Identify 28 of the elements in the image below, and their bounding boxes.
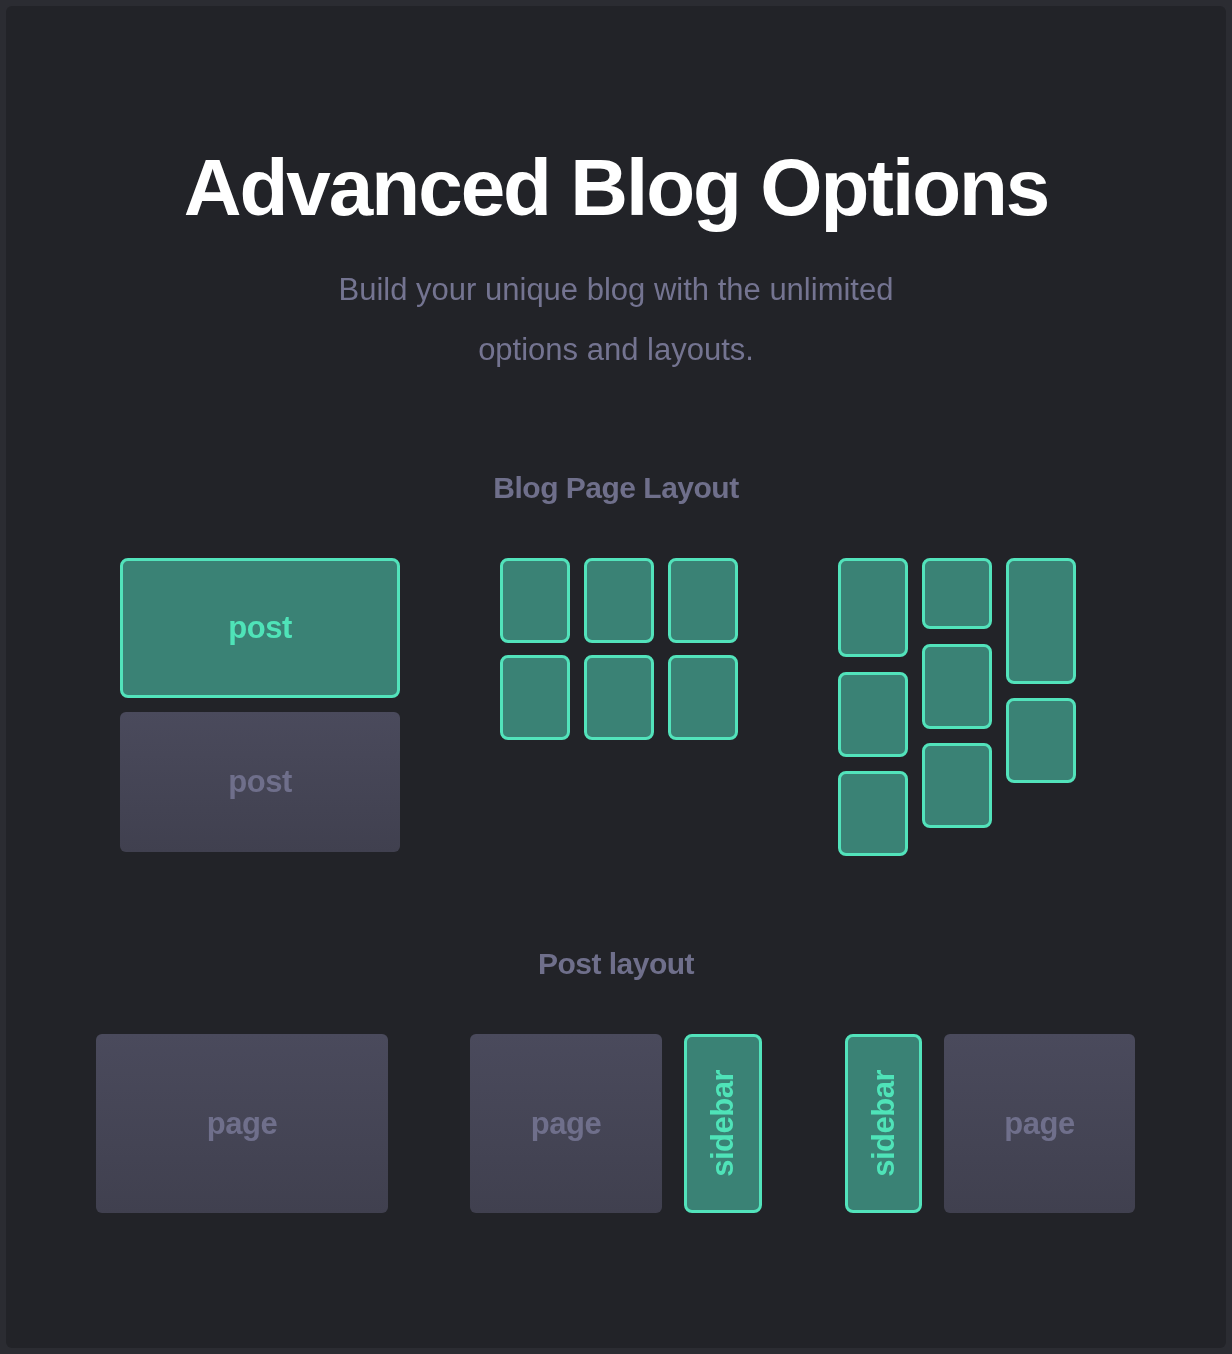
grid-tile [500, 558, 570, 643]
card-label: post [228, 611, 292, 645]
masonry-tile [922, 558, 992, 629]
sidebar-card [845, 1034, 922, 1213]
masonry-tile [1006, 558, 1076, 684]
post-card [120, 712, 400, 852]
section-heading: Blog Page Layout [493, 470, 739, 506]
masonry-tile [1006, 698, 1076, 783]
masonry-tile [922, 644, 992, 729]
sidebar-card [684, 1034, 762, 1213]
grid-tile [584, 655, 654, 740]
grid-tile [584, 558, 654, 643]
page-card [944, 1034, 1135, 1213]
card-label: sidebar [866, 1070, 901, 1177]
masonry-tile [838, 558, 908, 657]
subtitle-text: Build your unique blog with the unlimited options and layouts. [337, 271, 895, 369]
section-heading: Post layout [537, 946, 695, 982]
masonry-tile [922, 743, 992, 828]
page-card [96, 1034, 388, 1213]
card-label: sidebar [706, 1070, 740, 1177]
grid-tile [668, 558, 738, 643]
grid-tile [500, 655, 570, 740]
post-card [120, 558, 400, 698]
grid-tile [668, 655, 738, 740]
masonry-tile [838, 771, 908, 856]
page-card [470, 1034, 662, 1213]
page-title: Advanced Blog Options [183, 142, 1049, 234]
masonry-tile [838, 672, 908, 757]
